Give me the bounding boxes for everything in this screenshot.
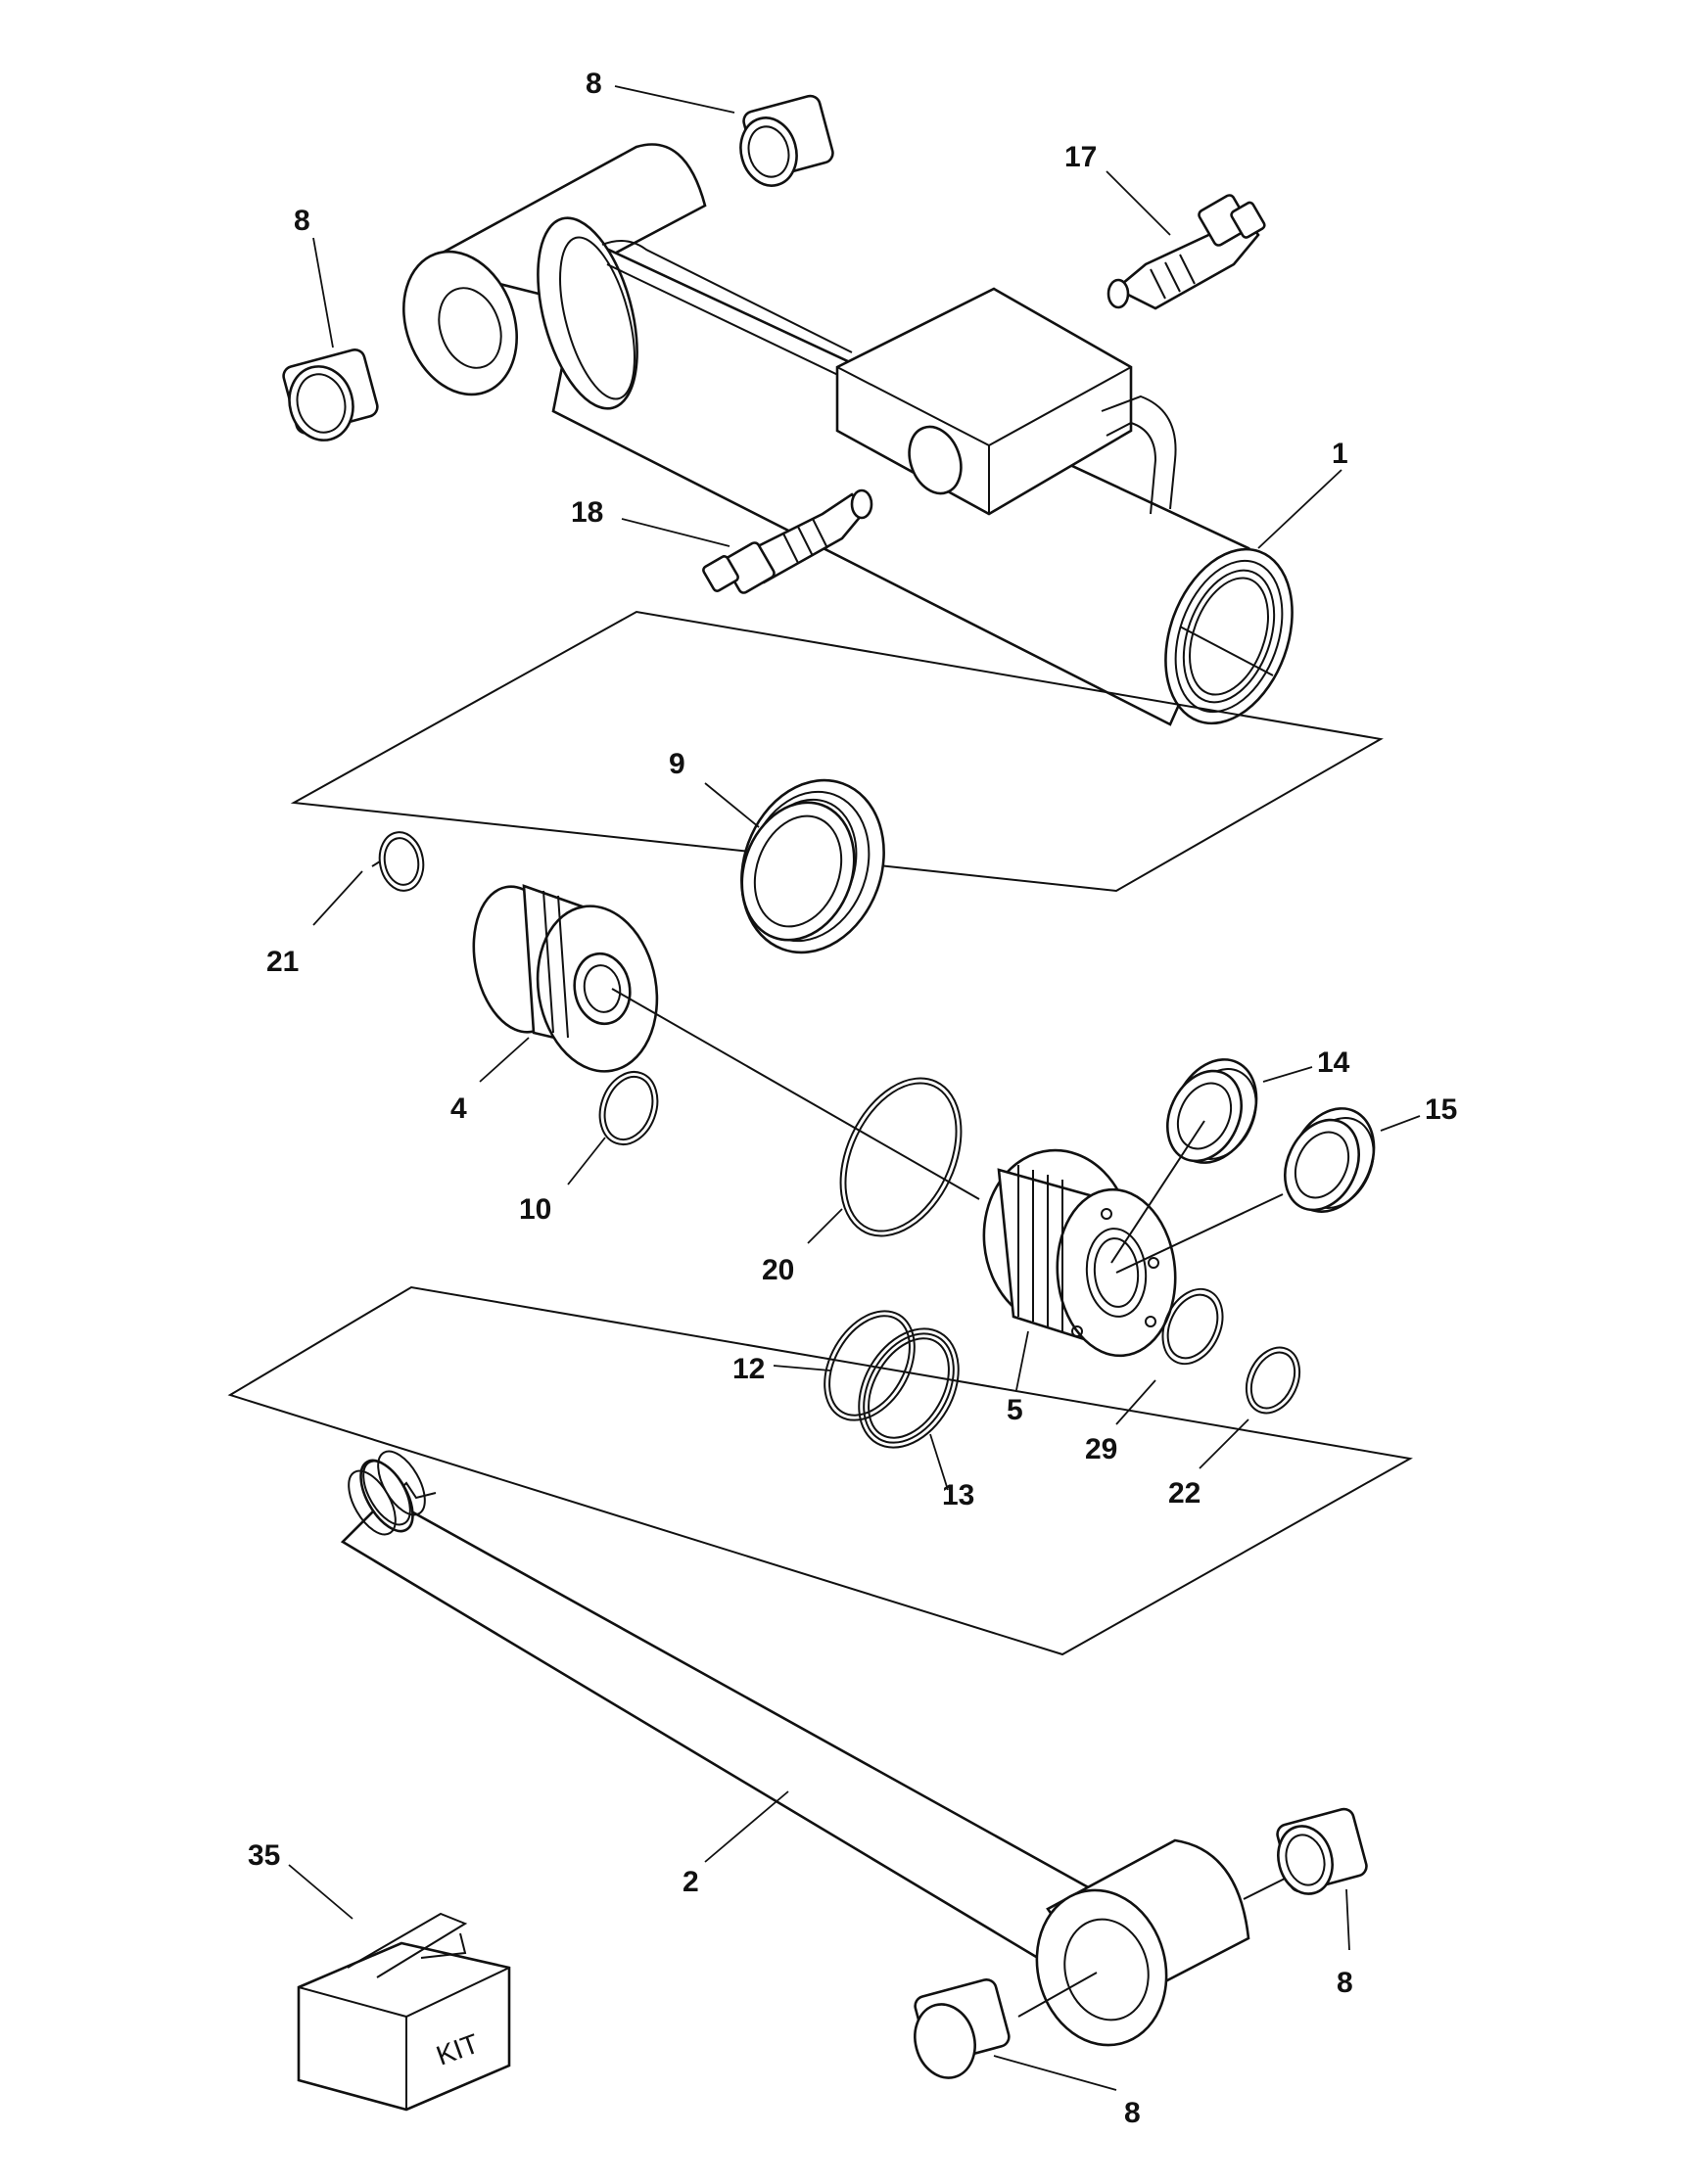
callout-12: 12 — [732, 1353, 765, 1385]
callout-20: 20 — [762, 1254, 794, 1286]
callouts: 8 8 17 1 18 9 21 4 10 14 15 20 12 5 29 1… — [248, 68, 1457, 2129]
wiper-9 — [740, 778, 885, 954]
bushing-bottom-right — [1276, 1807, 1368, 1895]
seal-kit-box: KIT — [297, 1912, 511, 2112]
seal-ring-12 — [824, 1310, 916, 1421]
callout-1: 1 — [1332, 438, 1348, 470]
callout-13: 13 — [942, 1479, 974, 1511]
callout-15: 15 — [1425, 1093, 1457, 1126]
callout-8-bottom-left: 8 — [1124, 2097, 1141, 2129]
callout-29: 29 — [1085, 1433, 1117, 1465]
retaining-ring-21 — [371, 831, 425, 892]
callout-9: 9 — [669, 748, 685, 780]
bushing-top-right — [739, 94, 834, 187]
o-ring-22 — [1245, 1346, 1301, 1415]
fitting-17 — [1106, 194, 1266, 310]
o-ring-10 — [598, 1071, 659, 1145]
rod-2 — [340, 1450, 1294, 2047]
cylinder-barrel — [402, 143, 1294, 726]
callout-35: 35 — [248, 1839, 280, 1872]
rod-group-outline — [227, 1285, 1413, 1656]
seal-15 — [1284, 1107, 1376, 1213]
retaining-ring-29 — [1161, 1287, 1224, 1366]
callout-8-bottom-right: 8 — [1337, 1967, 1353, 1999]
callout-14: 14 — [1317, 1046, 1350, 1079]
callout-18: 18 — [571, 496, 603, 529]
leader-lines — [288, 85, 1421, 2091]
callout-21: 21 — [266, 946, 299, 978]
o-ring-20 — [839, 1077, 963, 1237]
callout-8-top-left: 8 — [294, 205, 310, 237]
gland-head-4 — [472, 884, 980, 1200]
callout-17: 17 — [1064, 141, 1097, 173]
bushing-bottom-left — [914, 1978, 1011, 2079]
piston-assembly-line — [1110, 1120, 1284, 1274]
callout-2: 2 — [683, 1866, 699, 1898]
callout-22: 22 — [1168, 1477, 1201, 1510]
callout-8-top-right: 8 — [586, 68, 602, 100]
callout-10: 10 — [519, 1193, 551, 1226]
bearing-14 — [1166, 1058, 1258, 1164]
callout-4: 4 — [450, 1092, 467, 1125]
bushing-top-left — [282, 349, 379, 441]
callout-5: 5 — [1007, 1394, 1023, 1426]
piston-5 — [982, 1148, 1177, 1358]
fitting-18 — [702, 488, 873, 594]
